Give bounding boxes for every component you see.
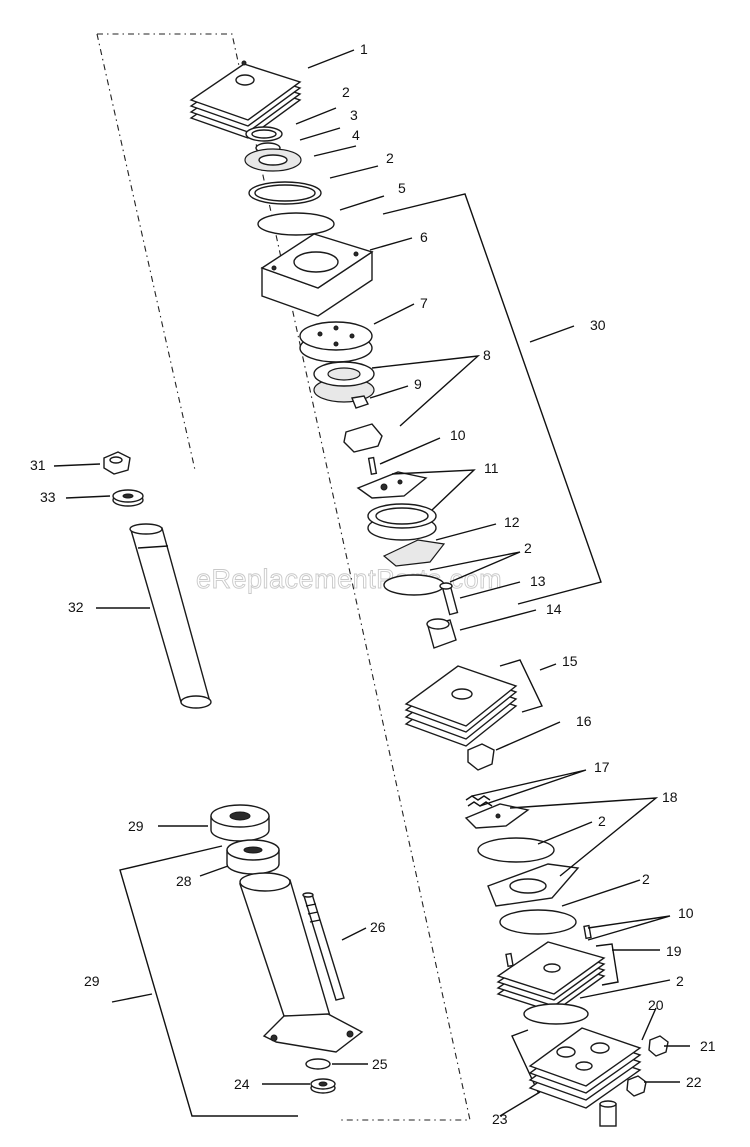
part-plug-21 <box>648 1035 669 1057</box>
callout-3: 3 <box>350 107 358 123</box>
callout-31: 31 <box>30 457 46 473</box>
part-stud-26 <box>302 892 345 1001</box>
part-bearing-28 <box>226 839 280 875</box>
callout-2: 2 <box>524 540 532 556</box>
part-housing-block <box>260 233 374 317</box>
part-coupling-hex <box>351 395 369 409</box>
callout-9: 9 <box>414 376 422 392</box>
part-retaining-ring-25 <box>305 1058 331 1070</box>
part-hex-nut-middle <box>467 743 495 771</box>
callout-20: 20 <box>648 997 664 1013</box>
part-needle-bearing <box>244 148 302 172</box>
callout-2: 2 <box>342 84 350 100</box>
bracket-group-19 <box>595 943 619 986</box>
callout-18: 18 <box>662 789 678 805</box>
part-tube-housing <box>239 872 364 1053</box>
assembly-outline <box>96 33 471 1121</box>
callout-2: 2 <box>386 150 394 166</box>
callout-2: 2 <box>642 871 650 887</box>
callout-19: 19 <box>666 943 682 959</box>
callout-15: 15 <box>562 653 578 669</box>
part-check-plate <box>464 803 530 829</box>
part-washer-33 <box>112 489 144 507</box>
leader-lines <box>53 49 690 1117</box>
part-adapter-fitting <box>426 618 457 649</box>
bracket-group-15 <box>499 659 543 713</box>
callout-7: 7 <box>420 295 428 311</box>
part-spacer-ring <box>367 503 437 541</box>
part-o-ring-lower <box>383 574 445 596</box>
part-o-ring-large <box>257 212 335 236</box>
callout-1: 1 <box>360 41 368 57</box>
callout-23: 23 <box>492 1111 508 1127</box>
callout-labels: 1 2 3 4 2 5 6 7 30 8 9 10 11 31 33 12 2 … <box>30 41 716 1127</box>
part-bolt <box>439 582 459 616</box>
part-dowel-pins-lower <box>505 924 592 968</box>
callout-29: 29 <box>84 973 100 989</box>
bracket-group-30 <box>382 193 602 605</box>
bracket-group-29 <box>119 845 298 1117</box>
callout-29: 29 <box>128 818 144 834</box>
callout-10: 10 <box>678 905 694 921</box>
part-plate-stack-top <box>189 60 302 139</box>
callout-16: 16 <box>576 713 592 729</box>
callout-2: 2 <box>598 813 606 829</box>
callout-12: 12 <box>504 514 520 530</box>
callout-22: 22 <box>686 1074 702 1090</box>
part-o-ring-19 <box>523 1003 589 1025</box>
part-bearing-29 <box>210 804 270 842</box>
part-gasket <box>487 863 580 907</box>
part-o-ring-18a <box>477 837 555 863</box>
part-nut-31 <box>103 451 131 475</box>
callout-6: 6 <box>420 229 428 245</box>
part-valve-plate-lower <box>382 539 446 567</box>
callout-13: 13 <box>530 573 546 589</box>
part-plate-stack-middle <box>404 665 518 747</box>
part-shaft <box>129 523 212 709</box>
part-valve-plate <box>356 471 428 499</box>
part-springs <box>465 795 493 807</box>
callout-26: 26 <box>370 919 386 935</box>
callout-24: 24 <box>234 1076 250 1092</box>
callout-4: 4 <box>352 127 360 143</box>
callout-17: 17 <box>594 759 610 775</box>
part-plug-22 <box>626 1075 647 1097</box>
part-end-cap <box>528 1027 642 1127</box>
part-dowel-pin-upper <box>367 456 378 476</box>
callout-8: 8 <box>483 347 491 363</box>
callout-28: 28 <box>176 873 192 889</box>
callout-5: 5 <box>398 180 406 196</box>
callout-21: 21 <box>700 1038 716 1054</box>
part-gerotor-ring <box>313 361 375 403</box>
callout-11: 11 <box>484 460 499 476</box>
callout-32: 32 <box>68 599 84 615</box>
callout-10: 10 <box>450 427 466 443</box>
part-seal-ring-upper <box>245 126 283 142</box>
callout-30: 30 <box>590 317 606 333</box>
part-gerotor-rotor <box>343 423 383 453</box>
part-o-ring-lowest <box>499 909 577 935</box>
callout-33: 33 <box>40 489 56 505</box>
part-o-ring-mid <box>248 181 322 205</box>
callout-14: 14 <box>546 601 562 617</box>
part-plate-stack-19 <box>496 941 606 1013</box>
part-port-plate <box>299 321 373 363</box>
callout-2: 2 <box>676 973 684 989</box>
callout-25: 25 <box>372 1056 388 1072</box>
part-washer-24 <box>310 1078 336 1094</box>
